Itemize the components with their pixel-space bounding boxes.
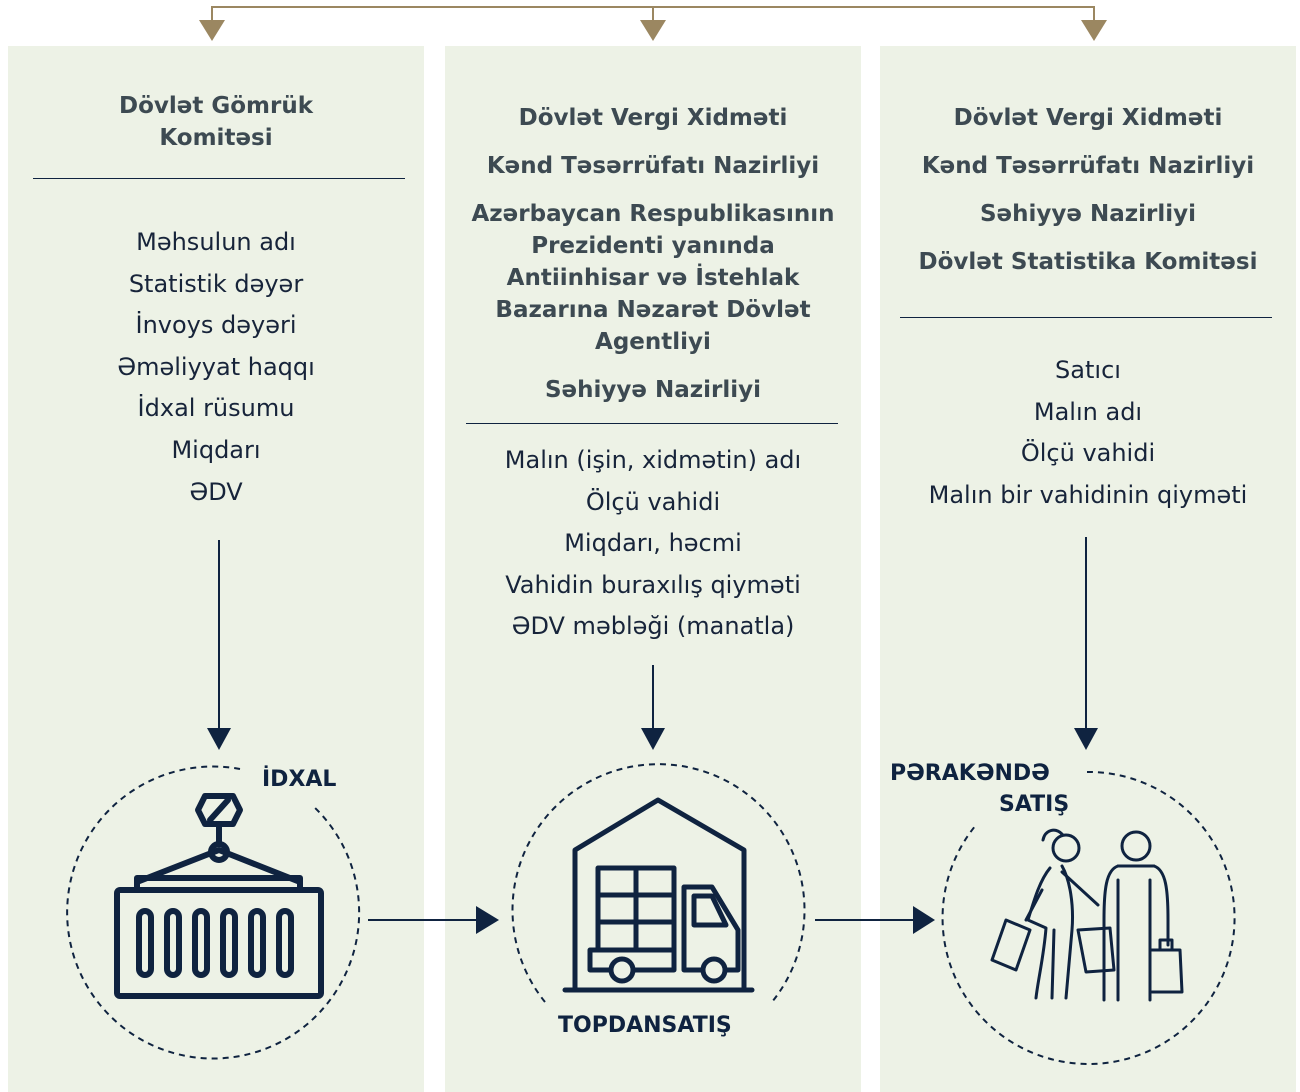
field-item: İdxal rüsumu	[137, 394, 295, 423]
field-item: Məhsulun adı	[136, 228, 296, 256]
org-name: Səhiyyə Nazirliyi	[979, 201, 1197, 227]
org-name: Səhiyyə Nazirliyi	[544, 377, 762, 403]
org-name: Dövlət Vergi Xidməti	[518, 105, 788, 131]
down-arrow-icon	[1081, 20, 1107, 41]
stage-label-retail-line1: PƏRAKƏNDƏ	[890, 761, 1050, 786]
field-item: Ölçü vahidi	[585, 487, 721, 516]
field-item: ƏDV	[189, 477, 243, 506]
org-name: Azərbaycan Respublikasının Prezidenti ya…	[471, 201, 835, 355]
down-arrow-icon	[199, 20, 225, 41]
field-list: Malın (işin, xidmətin) adı Ölçü vahidi M…	[445, 440, 861, 648]
field-item: Miqdarı	[171, 435, 261, 464]
field-item: Malın adı	[1033, 397, 1143, 426]
column-import: Dövlət Gömrük Komitəsi Məhsulun adı Stat…	[8, 46, 424, 1092]
org-name: Dövlət Gömrük Komitəsi	[118, 93, 314, 151]
down-arrow-icon	[640, 20, 666, 41]
divider	[466, 423, 838, 424]
org-list: Dövlət Gömrük Komitəsi	[8, 90, 424, 154]
field-item: Miqdarı, həcmi	[564, 529, 742, 558]
org-list: Dövlət Vergi Xidməti Kənd Təsərrüfatı Na…	[445, 102, 861, 406]
org-name: Dövlət Statistika Komitəsi	[918, 249, 1258, 275]
field-item: Malın (işin, xidmətin) adı	[504, 446, 802, 474]
stage-label-import: İDXAL	[262, 767, 337, 792]
field-item: Vahidin buraxılış qiyməti	[505, 570, 801, 599]
column-retail: Dövlət Vergi Xidməti Kənd Təsərrüfatı Na…	[880, 46, 1296, 1092]
field-item: Əməliyyat haqqı	[117, 352, 315, 381]
stage-label-wholesale: TOPDANSATIŞ	[558, 1013, 732, 1038]
org-name: Kənd Təsərrüfatı Nazirliyi	[486, 153, 820, 179]
field-item: İnvoys dəyəri	[135, 311, 297, 340]
field-item: Statistik dəyər	[128, 269, 304, 298]
stage-label-retail: PƏRAKƏNDƏ SATIŞ	[890, 758, 1069, 820]
field-item: Ölçü vahidi	[1020, 439, 1156, 468]
field-list: Satıcı Malın adı Ölçü vahidi Malın bir v…	[880, 350, 1296, 516]
top-connector	[199, 6, 1107, 41]
org-name: Kənd Təsərrüfatı Nazirliyi	[921, 153, 1255, 179]
field-item: Malın bir vahidinin qiyməti	[928, 480, 1248, 509]
stage-label-retail-line2: SATIŞ	[999, 792, 1070, 817]
field-list: Məhsulun adı Statistik dəyər İnvoys dəyə…	[8, 222, 424, 513]
field-item: ƏDV məbləği (manatla)	[511, 612, 795, 641]
org-name: Dövlət Vergi Xidməti	[953, 105, 1223, 131]
column-wholesale: Dövlət Vergi Xidməti Kənd Təsərrüfatı Na…	[445, 46, 861, 1092]
divider	[33, 178, 405, 179]
divider	[900, 317, 1272, 318]
field-item: Satıcı	[1055, 356, 1121, 384]
org-list: Dövlət Vergi Xidməti Kənd Təsərrüfatı Na…	[880, 102, 1296, 278]
